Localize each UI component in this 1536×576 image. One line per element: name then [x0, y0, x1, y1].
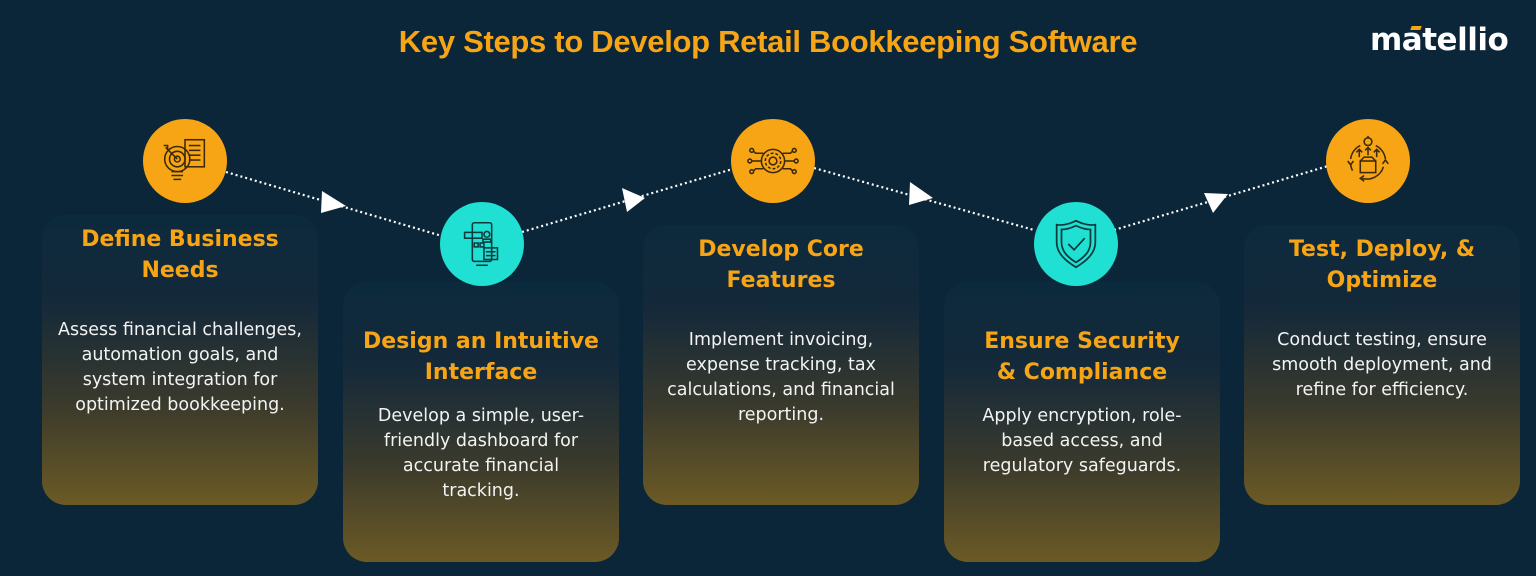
target-idea-document-icon: [163, 138, 206, 181]
gear-circuit-icon: [747, 147, 799, 175]
ui-design-icon: [463, 221, 499, 267]
step-card-3: Develop Core Features Implement invoicin…: [643, 225, 919, 505]
step-icon-circle-2: [440, 202, 524, 286]
arrow-4-icon: [1204, 193, 1228, 213]
matellio-logo: matellio: [1370, 22, 1509, 58]
step-card-5: Test, Deploy, & Optimize Conduct testing…: [1244, 225, 1520, 505]
step-description: Conduct testing, ensure smooth deploymen…: [1272, 330, 1492, 400]
arrow-2-icon: [622, 188, 645, 212]
step-icon-circle-5: [1326, 119, 1410, 203]
step-title: Define Business Needs: [81, 227, 279, 283]
arrow-1-icon: [321, 191, 346, 213]
step-title: Design an Intuitive Interface: [363, 329, 599, 385]
page-title: Key Steps to Develop Retail Bookkeeping …: [398, 24, 1138, 59]
step-title: Test, Deploy, & Optimize: [1288, 237, 1476, 293]
step-title: Develop Core Features: [698, 237, 864, 293]
deploy-cycle-icon: [1347, 135, 1389, 182]
step-description: Assess financial challenges, automation …: [58, 320, 302, 415]
step-icon-circle-4: [1034, 202, 1118, 286]
step-description: Develop a simple, user-friendly dashboar…: [377, 406, 585, 501]
step-description: Implement invoicing, expense tracking, t…: [667, 330, 895, 425]
step-card-1: Define Business Needs Assess financial c…: [42, 215, 318, 505]
step-icon-circle-1: [143, 119, 227, 203]
step-description: Apply encryption, role-based access, and…: [982, 406, 1182, 476]
step-title: Ensure Security & Compliance: [984, 329, 1180, 385]
step-icon-circle-3: [731, 119, 815, 203]
step-card-4: Ensure Security & Compliance Apply encry…: [944, 282, 1220, 562]
shield-check-icon: [1055, 219, 1097, 269]
step-card-2: Design an Intuitive Interface Develop a …: [343, 282, 619, 562]
arrow-3-icon: [909, 182, 933, 205]
